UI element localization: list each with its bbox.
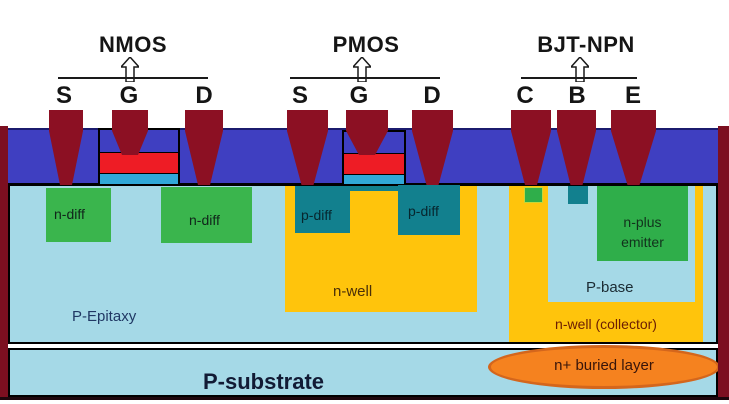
frame-bottom [0,397,729,400]
pmos-channel-strip [344,186,402,191]
pmos-terminal-s: S [291,82,308,109]
nmos-terminal-s: S [55,82,72,109]
bjt-collector-n-plus-plug [524,187,543,203]
pmos-source-p-diff: p-diff [295,186,350,233]
p-substrate-label: P-substrate [203,369,325,394]
pmos-drain-p-diff: p-diff [398,185,460,235]
bjt-underline [521,77,637,79]
pmos-gate-electrode [344,153,404,174]
bjt-title: BJT-NPN [537,32,635,57]
pmos-title: PMOS [332,32,400,57]
nmos-gate-oxide [100,173,178,184]
n-buried-layer-label: n+ buried layer [554,357,654,374]
pmos-terminal-d: D [423,82,441,109]
n-well-label: n-well [333,283,373,300]
nmos-terminal-g: G [119,82,139,109]
p-diff-label: p-diff [301,207,332,223]
p-diff-label: p-diff [408,203,439,219]
p-epitaxy-label: P-Epitaxy [72,308,137,325]
frame-right [718,126,729,400]
nmos-title: NMOS [99,32,167,57]
n-plus-emitter-label: n-plus emitter [621,214,664,250]
bjt-terminal-e: E [624,82,641,109]
nmos-terminal-d: D [195,82,213,109]
p-base-label: P-base [586,279,634,296]
up-arrow-icon [353,57,371,82]
pmos-terminal-g: G [349,82,369,109]
pmos-underline [290,77,440,79]
n-diff-label: n-diff [54,206,85,222]
up-arrow-icon [121,57,139,82]
nmos-drain-n-diff: n-diff [161,187,252,243]
bjt-terminal-c: C [516,82,534,109]
frame-left [0,126,8,400]
pmos-gate-oxide [344,174,404,184]
up-arrow-icon [571,57,589,82]
n-diff-label: n-diff [189,212,220,228]
n-plus-buried-layer: n+ buried layer [488,345,720,389]
nmos-source-n-diff: n-diff [46,188,111,242]
n-well-collector-label: n-well (collector) [555,316,657,332]
nmos-gate-electrode [100,152,178,173]
bjt-terminal-b: B [568,82,586,109]
nmos-underline [58,77,208,79]
bjt-base-p-plus-plug [568,186,588,204]
bjt-n-plus-emitter: n-plus emitter [597,186,688,261]
